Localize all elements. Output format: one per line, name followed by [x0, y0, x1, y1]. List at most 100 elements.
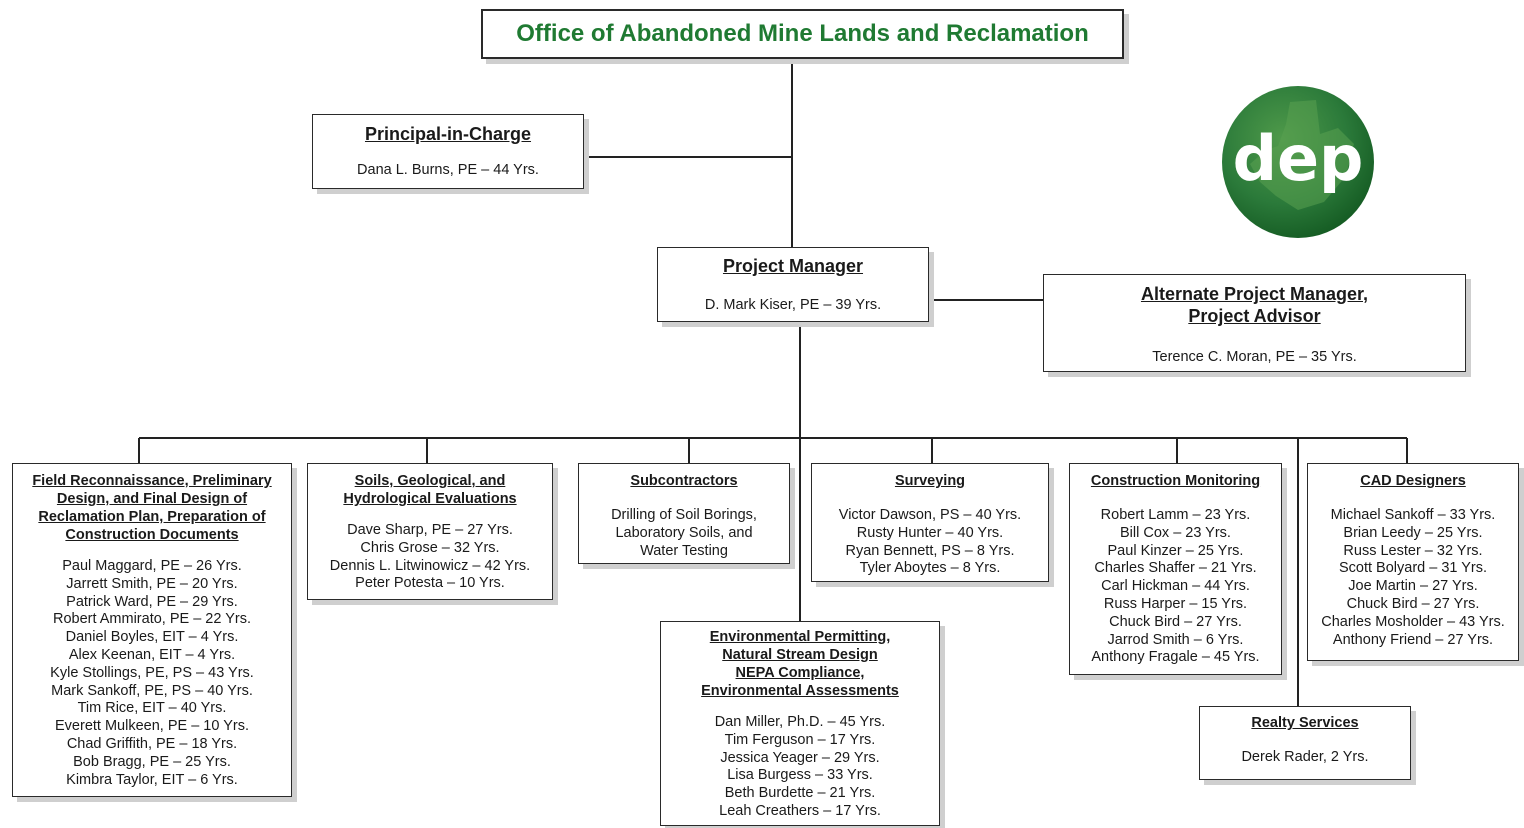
member-line: Kyle Stollings, PE, PS – 43 Yrs. [50, 664, 254, 681]
heading-line: Construction Monitoring [1090, 473, 1261, 489]
heading-line: CAD Designers [1360, 473, 1466, 489]
heading-line: Soils, Geological, and [354, 473, 506, 489]
member-line: Russ Lester – 32 Yrs. [1343, 542, 1483, 559]
heading-line: Field Reconnaissance, Preliminary [32, 473, 272, 489]
member-line: Chuck Bird – 27 Yrs. [1346, 595, 1480, 612]
member-line: Chuck Bird – 27 Yrs. [1109, 613, 1242, 630]
heading-line: Reclamation Plan, Preparation of [38, 509, 266, 525]
office-title-box: Office of Abandoned Mine Lands and Recla… [481, 9, 1124, 59]
member-line: Jessica Yeager – 29 Yrs. [720, 749, 880, 766]
member-line: Mark Sankoff, PE, PS – 40 Yrs. [51, 682, 253, 699]
member-line: Carl Hickman – 44 Yrs. [1101, 578, 1250, 595]
member-line: Dan Miller, Ph.D. – 45 Yrs. [714, 714, 886, 730]
member-line: Water Testing [640, 542, 728, 559]
member-line: Charles Shaffer – 21 Yrs. [1094, 560, 1257, 577]
member-line: Tyler Aboytes – 8 Yrs. [859, 560, 1001, 577]
heading-line: Hydrological Evaluations [343, 491, 517, 507]
member-line: Lisa Burgess – 33 Yrs. [727, 767, 873, 784]
member-line: Robert Ammirato, PE – 22 Yrs. [53, 611, 251, 628]
member-line: Victor Dawson, PS – 40 Yrs. [838, 507, 1022, 523]
member-line: D. Mark Kiser, PE – 39 Yrs. [704, 297, 882, 313]
principal-people: Dana L. Burns, PE – 44 Yrs. [313, 162, 583, 180]
team-heading: Environmental Permitting, Natural Stream … [661, 628, 939, 700]
team-heading: Realty Services [1200, 714, 1410, 732]
member-line: Drilling of Soil Borings, [611, 507, 757, 523]
member-line: Alex Keenan, EIT – 4 Yrs. [68, 646, 236, 663]
heading-line: NEPA Compliance, [735, 665, 865, 681]
team-cad-designers: CAD Designers Michael Sankoff – 33 Yrs.B… [1307, 463, 1519, 661]
member-line: Daniel Boyles, EIT – 4 Yrs. [65, 629, 239, 646]
member-line: Terence C. Moran, PE – 35 Yrs. [1152, 349, 1357, 365]
team-people: Paul Maggard, PE – 26 Yrs.Jarrett Smith,… [13, 558, 291, 789]
office-title: Office of Abandoned Mine Lands and Recla… [516, 20, 1089, 47]
member-line: Derek Rader, 2 Yrs. [1241, 749, 1369, 765]
team-heading: Surveying [812, 472, 1048, 490]
heading-line: Project Manager [722, 256, 864, 276]
heading-line: Project Advisor [1188, 306, 1321, 326]
alternate-heading: Alternate Project Manager,Project Adviso… [1044, 283, 1465, 327]
member-line: Anthony Friend – 27 Yrs. [1332, 631, 1494, 648]
team-people: Dave Sharp, PE – 27 Yrs.Chris Grose – 32… [308, 522, 552, 593]
team-environmental-permitting: Environmental Permitting, Natural Stream … [660, 621, 940, 826]
member-line: Kimbra Taylor, EIT – 6 Yrs. [66, 771, 238, 788]
team-heading: Construction Monitoring [1070, 472, 1281, 490]
member-line: Anthony Fragale – 45 Yrs. [1091, 649, 1260, 666]
heading-line: Design, and Final Design of [56, 491, 248, 507]
project-manager-heading: Project Manager [658, 255, 928, 277]
team-people: Victor Dawson, PS – 40 Yrs.Rusty Hunter … [812, 507, 1048, 578]
member-line: Charles Mosholder – 43 Yrs. [1321, 613, 1505, 630]
member-line: Jarrett Smith, PE – 20 Yrs. [66, 575, 238, 592]
team-heading: Subcontractors [579, 472, 789, 490]
heading-line: Realty Services [1251, 715, 1359, 731]
member-line: Brian Leedy – 25 Yrs. [1343, 524, 1483, 541]
team-construction-monitoring: Construction Monitoring Robert Lamm – 23… [1069, 463, 1282, 675]
member-line: Russ Harper – 15 Yrs. [1103, 595, 1248, 612]
member-line: Tim Rice, EIT – 40 Yrs. [77, 700, 227, 717]
member-line: Dave Sharp, PE – 27 Yrs. [347, 522, 513, 538]
member-line: Peter Potesta – 10 Yrs. [355, 575, 505, 592]
team-realty-services: Realty Services Derek Rader, 2 Yrs. [1199, 706, 1411, 780]
team-surveying: Surveying Victor Dawson, PS – 40 Yrs.Rus… [811, 463, 1049, 582]
heading-line: Principal-in-Charge [364, 124, 532, 144]
dep-logo: dep [1222, 86, 1374, 238]
member-line: Paul Kinzer – 25 Yrs. [1107, 542, 1244, 559]
member-line: Chris Grose – 32 Yrs. [360, 539, 500, 556]
member-line: Chad Griffith, PE – 18 Yrs. [66, 735, 238, 752]
alternate-people: Terence C. Moran, PE – 35 Yrs. [1044, 349, 1465, 367]
team-people: Robert Lamm – 23 Yrs.Bill Cox – 23 Yrs.P… [1070, 507, 1281, 667]
member-line: Scott Bolyard – 31 Yrs. [1338, 560, 1488, 577]
alternate-project-manager-box: Alternate Project Manager,Project Adviso… [1043, 274, 1466, 372]
member-line: Bob Bragg, PE – 25 Yrs. [73, 753, 231, 770]
member-line: Dana L. Burns, PE – 44 Yrs. [357, 162, 539, 178]
member-line: Ryan Bennett, PS – 8 Yrs. [845, 542, 1015, 559]
team-people: Michael Sankoff – 33 Yrs.Brian Leedy – 2… [1308, 507, 1518, 649]
member-line: Paul Maggard, PE – 26 Yrs. [62, 558, 242, 574]
member-line: Everett Mulkeen, PE – 10 Yrs. [55, 718, 249, 735]
team-people: Drilling of Soil Borings,Laboratory Soil… [579, 507, 789, 560]
member-line: Jarrod Smith – 6 Yrs. [1107, 631, 1244, 648]
project-manager-people: D. Mark Kiser, PE – 39 Yrs. [658, 297, 928, 315]
member-line: Leah Creathers – 17 Yrs. [719, 802, 881, 819]
member-line: Joe Martin – 27 Yrs. [1348, 578, 1478, 595]
team-subcontractors: Subcontractors Drilling of Soil Borings,… [578, 463, 790, 564]
member-line: Michael Sankoff – 33 Yrs. [1330, 507, 1496, 523]
member-line: Rusty Hunter – 40 Yrs. [856, 524, 1004, 541]
member-line: Beth Burdette – 21 Yrs. [724, 785, 876, 802]
heading-line: Surveying [894, 473, 966, 489]
heading-line: Natural Stream Design [722, 647, 878, 663]
heading-line: Environmental Assessments [701, 683, 899, 699]
team-people: Dan Miller, Ph.D. – 45 Yrs.Tim Ferguson … [661, 714, 939, 821]
team-people: Derek Rader, 2 Yrs. [1200, 749, 1410, 767]
heading-line: Alternate Project Manager, [1140, 284, 1369, 304]
heading-line: Subcontractors [630, 473, 738, 489]
heading-line: Environmental Permitting, [709, 629, 891, 645]
principal-heading: Principal-in-Charge [313, 123, 583, 145]
principal-in-charge-box: Principal-in-Charge Dana L. Burns, PE – … [312, 114, 584, 189]
logo-text: dep [1233, 122, 1364, 195]
member-line: Dennis L. Litwinowicz – 42 Yrs. [329, 557, 531, 574]
heading-line: Construction Documents [65, 527, 239, 543]
